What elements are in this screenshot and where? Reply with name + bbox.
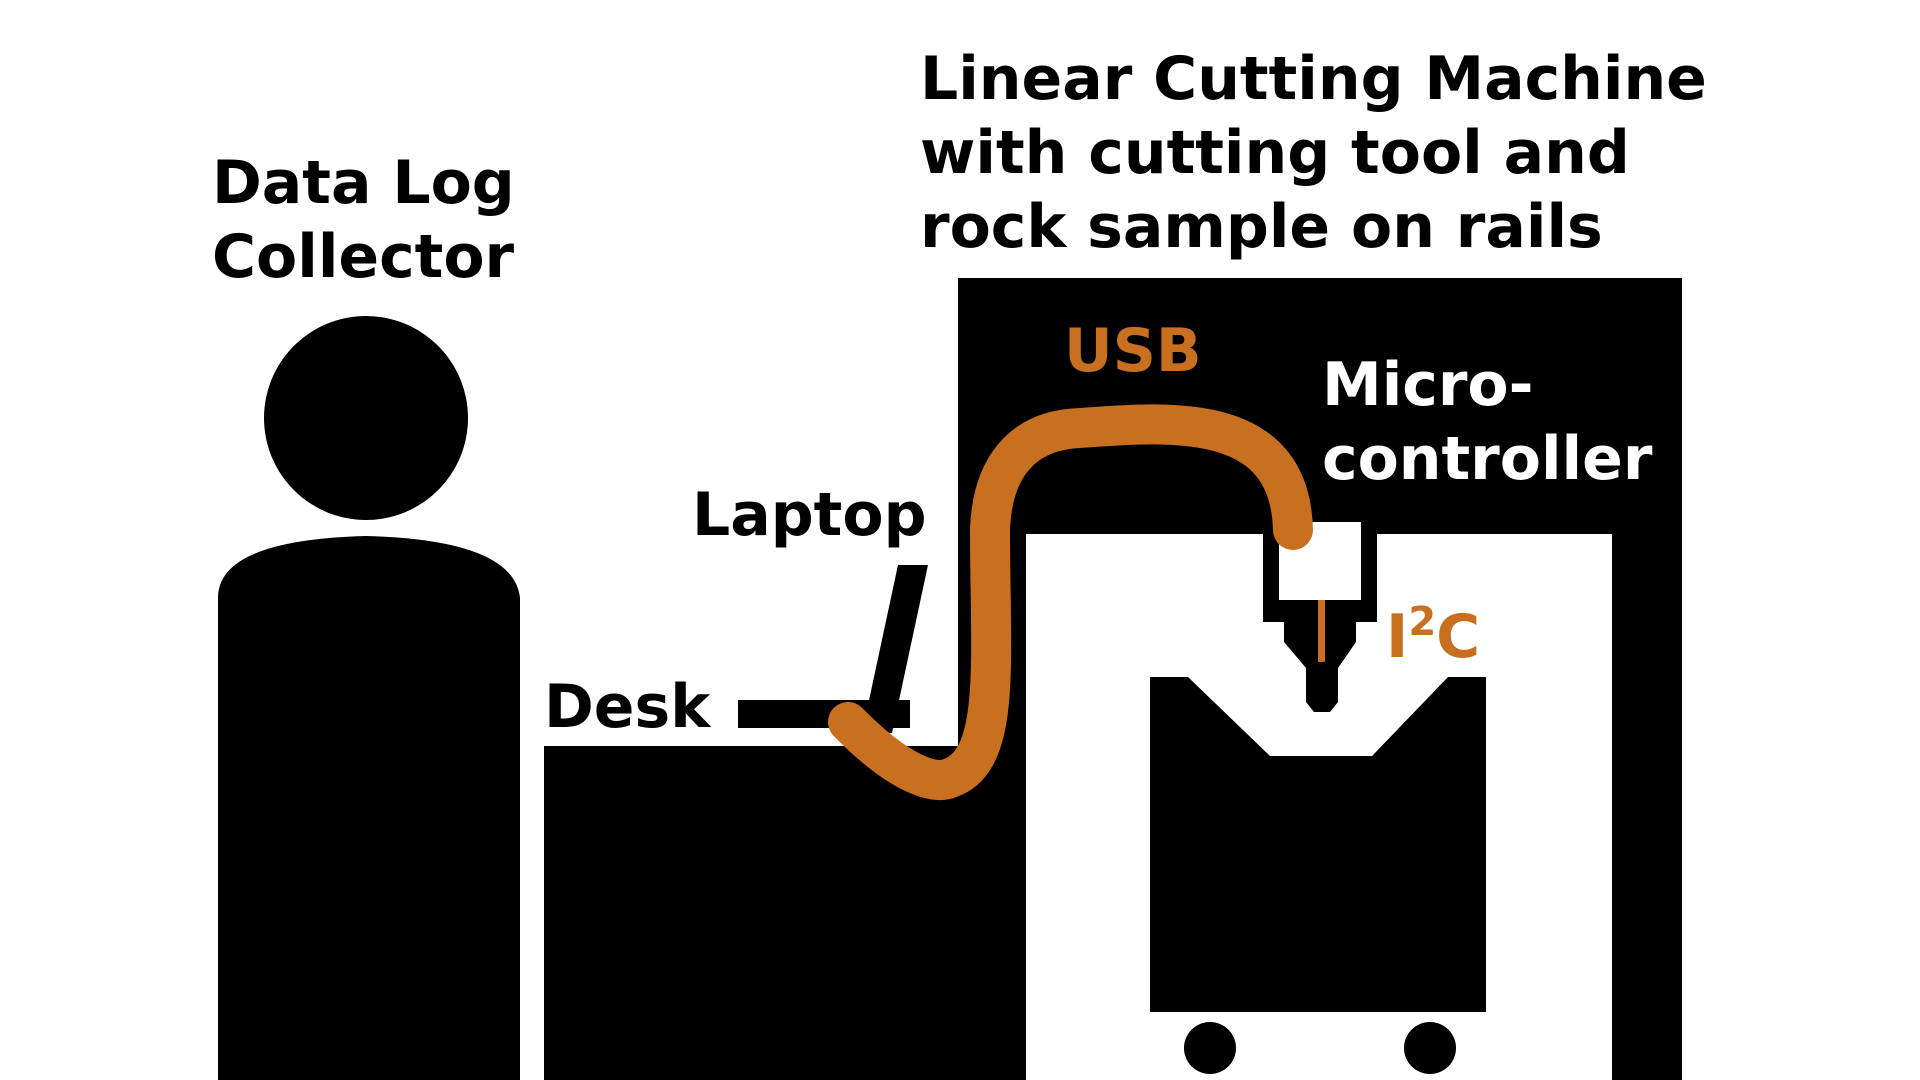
i2c-link	[1318, 600, 1325, 662]
machine-title-line-1: Linear Cutting Machine	[920, 44, 1707, 114]
rail-wheel-right	[1404, 1022, 1456, 1074]
i2c-label: I2C	[1386, 600, 1480, 674]
person-label-line-1: Data Log	[212, 148, 515, 218]
person-label: Data Log Collector	[212, 146, 515, 294]
person-label-line-2: Collector	[212, 222, 515, 292]
i2c-label-tail: C	[1436, 602, 1481, 672]
microcontroller-label-line-1: Micro-	[1322, 350, 1534, 420]
microcontroller-label-line-2: controller	[1322, 424, 1653, 494]
i2c-label-base: I	[1386, 602, 1409, 672]
laptop-label: Laptop	[692, 480, 927, 550]
person-head	[264, 316, 468, 520]
cutting-tool	[1284, 618, 1356, 712]
cutting-machine-frame	[958, 278, 1682, 1080]
laptop-screen	[862, 565, 928, 733]
laptop	[738, 565, 928, 733]
usb-cable	[828, 404, 1313, 800]
rail-wheel-left	[1184, 1022, 1236, 1074]
desk	[544, 746, 1024, 1080]
desk-label: Desk	[544, 672, 711, 742]
machine-title-line-3: rock sample on rails	[920, 192, 1603, 262]
rock-sample-cart	[1150, 677, 1486, 1074]
usb-label: USB	[1064, 316, 1202, 386]
person-body	[218, 536, 520, 1080]
i2c-label-superscript: 2	[1408, 599, 1437, 645]
rock-sample-holder	[1150, 677, 1486, 1012]
microcontroller-label: Micro- controller	[1322, 348, 1652, 496]
laptop-base	[738, 700, 910, 728]
machine-title: Linear Cutting Machine with cutting tool…	[920, 42, 1707, 264]
machine-title-line-2: with cutting tool and	[920, 118, 1630, 188]
person-figure	[218, 316, 520, 1080]
